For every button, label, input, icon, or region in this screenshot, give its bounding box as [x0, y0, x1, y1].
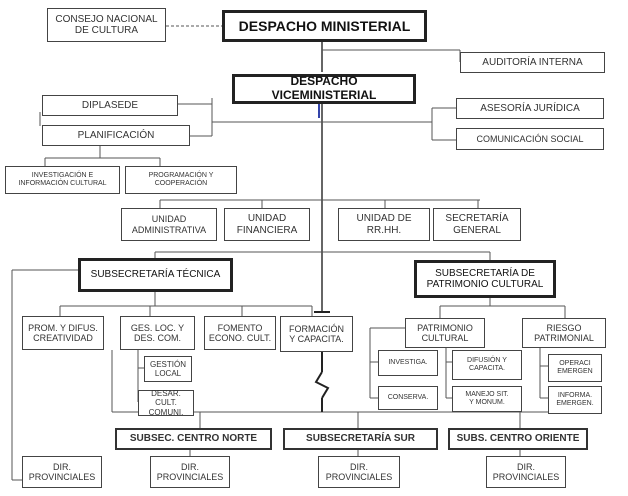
investigacion-box: INVESTIGACIÓN E INFORMACIÓN CULTURAL: [5, 166, 120, 194]
auditoria-interna-box: AUDITORÍA INTERNA: [460, 52, 605, 73]
comunicacion-social-box: COMUNICACIÓN SOCIAL: [456, 128, 604, 150]
subsecretaria-patrimonio-box: SUBSECRETARÍA DE PATRIMONIO CULTURAL: [414, 260, 556, 298]
asesoria-juridica-box: ASESORÍA JURÍDICA: [456, 98, 604, 119]
investiga-box: INVESTIGA.: [378, 350, 438, 376]
despacho-viceministerial-box: DESPACHO VICEMINISTERIAL: [232, 74, 416, 104]
unidad-financiera-box: UNIDAD FINANCIERA: [224, 208, 310, 241]
ges-loc-box: GES. LOC. Y DES. COM.: [120, 316, 195, 350]
subsecretaria-sur-box: SUBSECRETARÍA SUR: [283, 428, 438, 450]
dir-provinciales-4: DIR. PROVINCIALES: [486, 456, 566, 488]
prom-difus-box: PROM. Y DIFUS. CREATIVIDAD: [22, 316, 104, 350]
subs-centro-oriente-box: SUBS. CENTRO ORIENTE: [448, 428, 588, 450]
manejo-sit-box: MANEJO SIT. Y MONUM.: [452, 386, 522, 412]
riesgo-patrimonial-box: RIESGO PATRIMONIAL: [522, 318, 606, 348]
consejo-nacional-box: CONSEJO NACIONAL DE CULTURA: [47, 8, 166, 42]
dir-provinciales-1: DIR. PROVINCIALES: [22, 456, 102, 488]
formacion-box: FORMACIÓN Y CAPACITA.: [280, 316, 353, 352]
subsecretaria-tecnica-box: SUBSECRETARÍA TÉCNICA: [78, 258, 233, 292]
secretaria-general-box: SECRETARÍA GENERAL: [433, 208, 521, 241]
unidad-rrhh-box: UNIDAD DE RR.HH.: [338, 208, 430, 241]
conserva-box: CONSERVA.: [378, 386, 438, 410]
planificacion-box: PLANIFICACIÓN: [42, 125, 190, 146]
despacho-ministerial-box: DESPACHO MINISTERIAL: [222, 10, 427, 42]
programacion-box: PROGRAMACIÓN Y COOPERACIÓN: [125, 166, 237, 194]
unidad-administrativa-box: UNIDAD ADMINISTRATIVA: [121, 208, 217, 241]
fomento-box: FOMENTO ECONO. CULT.: [204, 316, 276, 350]
informa-emergen-box: INFORMA. EMERGEN.: [548, 386, 602, 414]
desar-cult-box: DESAR. CULT. COMUNI.: [138, 389, 194, 417]
subsec-centro-norte-box: SUBSEC. CENTRO NORTE: [115, 428, 272, 450]
operaci-emergen-box: OPERACI EMERGEN: [548, 354, 602, 382]
difusion-capacita-box: DIFUSIÓN Y CAPACITA.: [452, 350, 522, 380]
dir-provinciales-3: DIR. PROVINCIALES: [318, 456, 400, 488]
diplasede-box: DIPLASEDE: [42, 95, 178, 116]
gestion-local-box: GESTIÓN LOCAL: [144, 356, 192, 382]
dir-provinciales-2: DIR. PROVINCIALES: [150, 456, 230, 488]
patrimonio-cultural-box: PATRIMONIO CULTURAL: [405, 318, 485, 348]
